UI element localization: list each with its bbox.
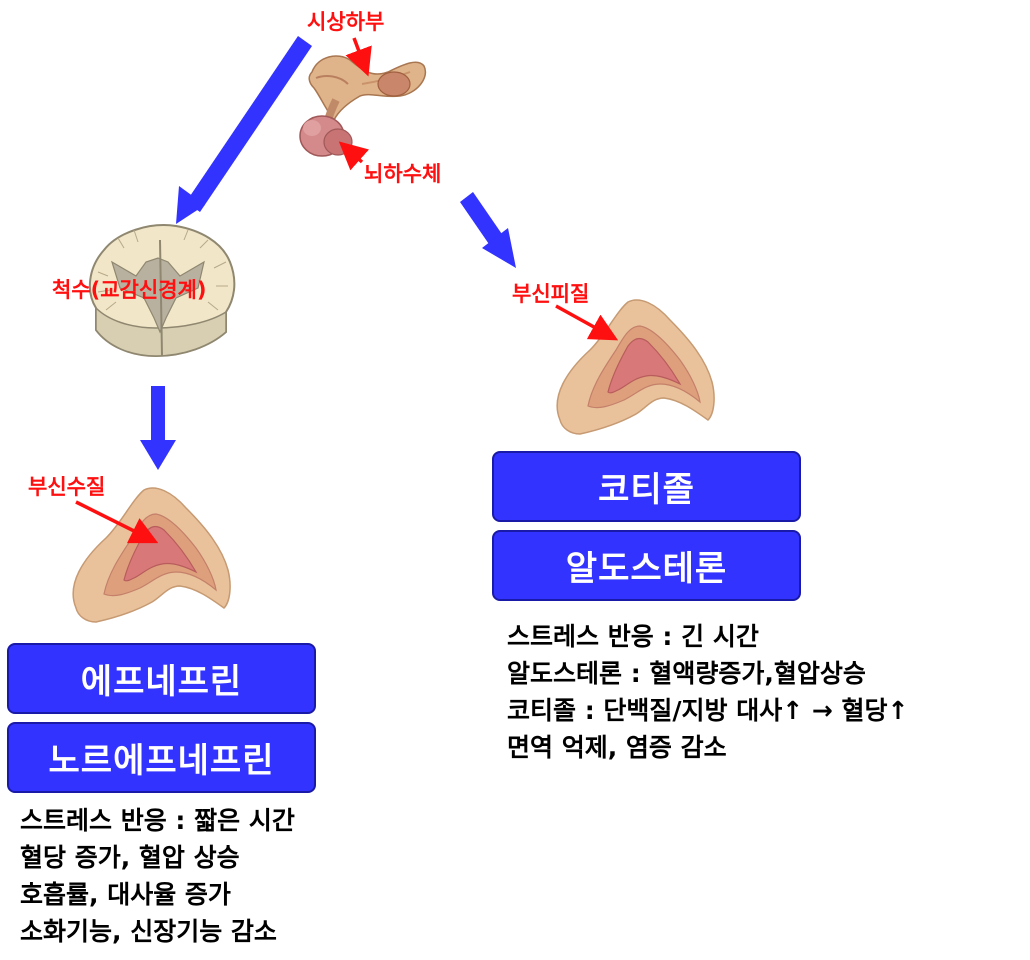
aldosterone-box: 알도스테론 [492,530,801,601]
pointer-arrow-hypothalamus [345,37,372,77]
description-line: 호흡률, 대사율 증가 [20,880,231,909]
spinal-cord-label: 척수(교감신경계) [52,278,207,302]
flow-arrow-hypothalamus-to-spinal [176,36,312,224]
description-line: 혈당 증가, 혈압 상승 [20,843,240,872]
description-line: 스트레스 반응 : 짧은 시간 [20,806,295,835]
description-line: 소화기능, 신장기능 감소 [20,917,277,946]
epinephrine-box: 에프네프린 [7,643,316,714]
adrenal-gland-medulla-illustration [72,487,231,623]
spinal-cord-illustration [88,224,236,358]
description-line: 면역 억제, 염증 감소 [507,733,727,762]
cortex-response-description: 스트레스 반응 : 긴 시간 알도스테론 : 혈액량증가,혈압상승 코티졸 : … [507,618,909,766]
description-line: 코티졸 : 단백질/지방 대사↑ → 혈당↑ [507,696,909,725]
hypothalamus-label: 시상하부 [307,10,385,34]
flow-arrow-spinal-to-adrenal-medulla [140,386,176,470]
pointer-arrow-adrenal-cortex [555,304,619,341]
flow-arrow-pituitary-to-adrenal-cortex [460,192,516,268]
norepinephrine-box: 노르에프네프린 [7,722,316,793]
medulla-response-description: 스트레스 반응 : 짧은 시간 혈당 증가, 혈압 상승 호흡률, 대사율 증가… [20,802,295,950]
hypothalamus-pituitary-illustration [299,55,427,157]
adrenal-gland-cortex-illustration [556,299,715,435]
pointer-arrow-adrenal-medulla [75,500,159,544]
pointer-arrow-pituitary [338,141,369,171]
description-line: 스트레스 반응 : 긴 시간 [507,622,759,651]
pituitary-label: 뇌하수체 [364,162,442,186]
adrenal-medulla-label: 부신수질 [28,475,106,499]
description-line: 알도스테론 : 혈액량증가,혈압상승 [507,659,866,688]
adrenal-cortex-label: 부신피질 [512,282,590,306]
cortisol-box: 코티졸 [492,451,801,522]
